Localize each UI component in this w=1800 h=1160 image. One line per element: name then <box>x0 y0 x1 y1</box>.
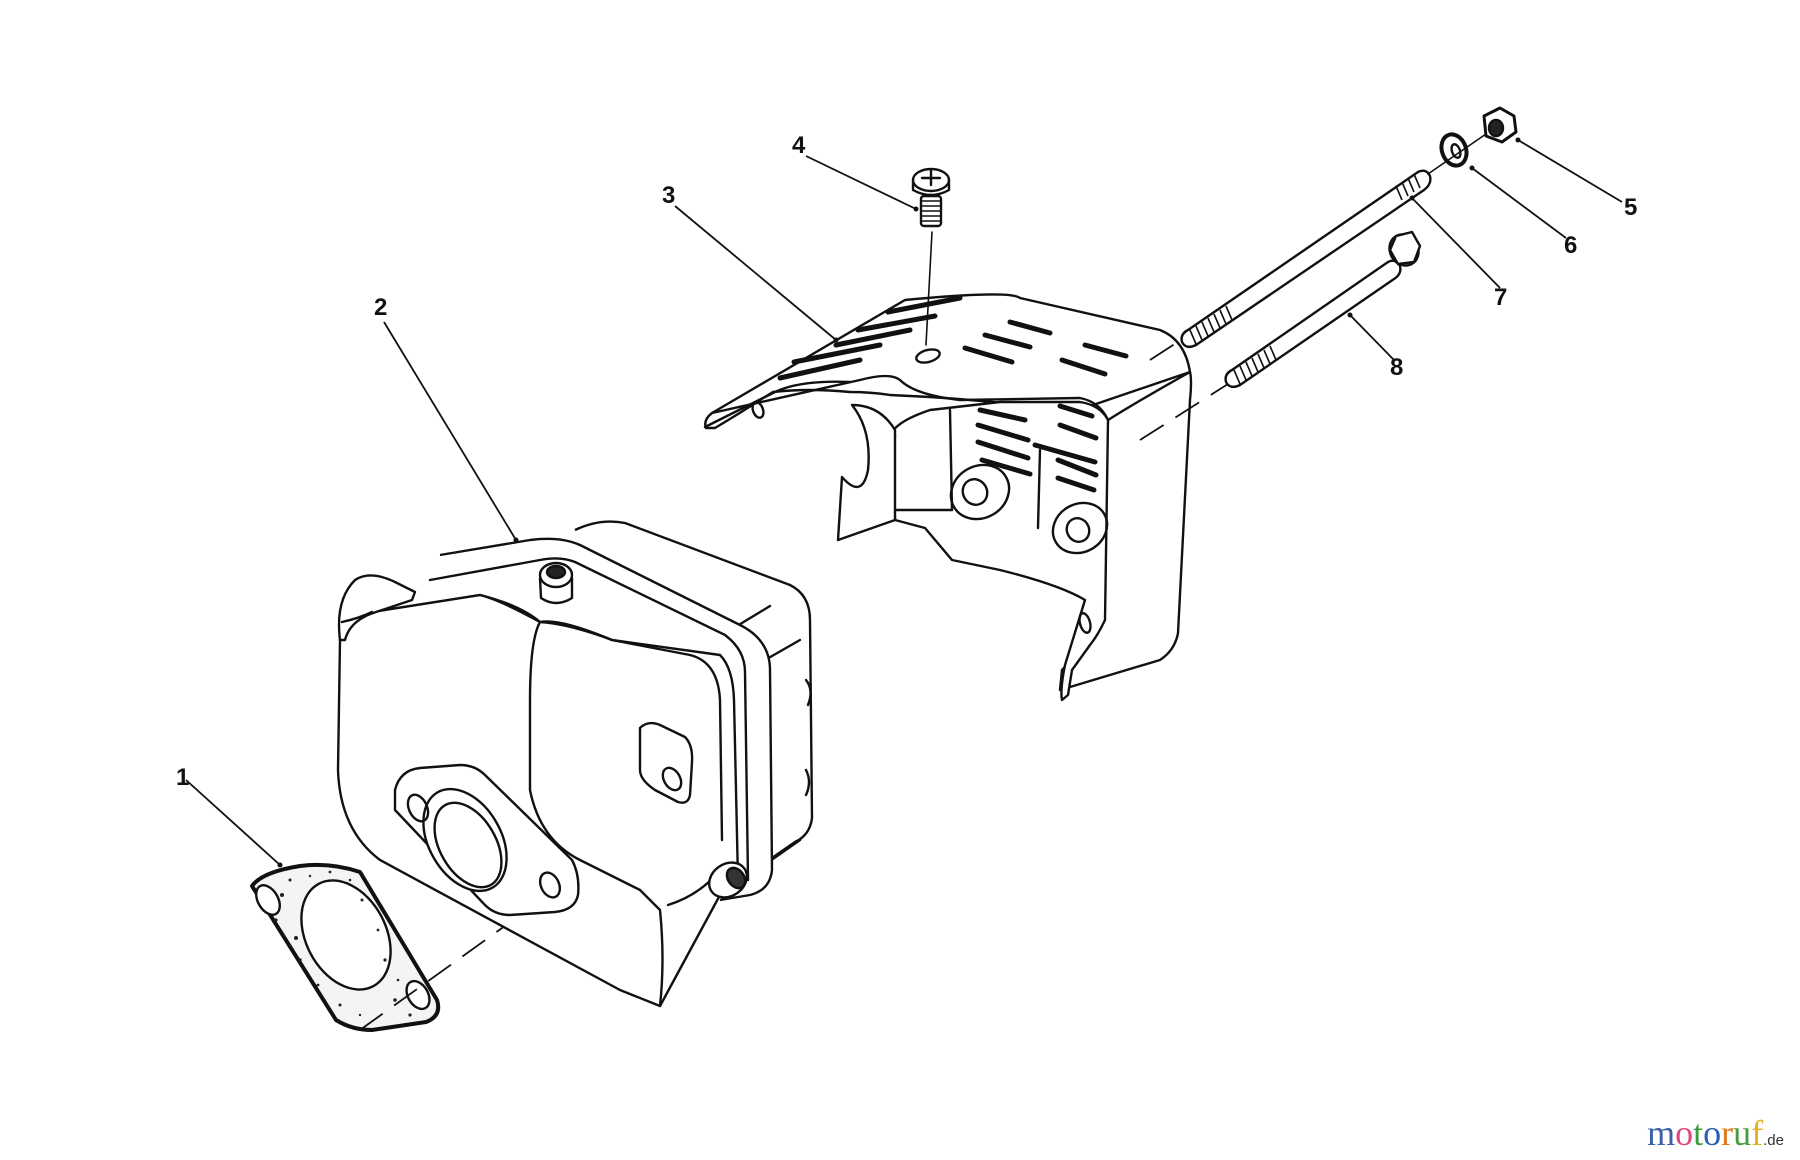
watermark-letter: f <box>1751 1113 1764 1153</box>
callout-3: 3 <box>662 182 676 209</box>
callout-6: 6 <box>1564 232 1578 259</box>
gasket-part <box>250 862 441 1032</box>
watermark-letter: t <box>1693 1113 1704 1153</box>
callout-7: 7 <box>1494 284 1508 311</box>
callout-1: 1 <box>176 764 190 791</box>
watermark-letter: o <box>1675 1113 1694 1153</box>
muffler-part <box>336 520 814 1008</box>
callout-4: 4 <box>792 132 806 159</box>
bolt-alignment-line <box>1139 383 1229 441</box>
callout-5: 5 <box>1624 194 1638 221</box>
lock-washer-part <box>1439 132 1469 168</box>
screw-alignment-line <box>925 231 933 346</box>
vent-slots <box>777 295 1129 493</box>
stud-part <box>1180 169 1432 349</box>
watermark-letter: r <box>1721 1113 1734 1153</box>
watermark-letter: u <box>1733 1113 1752 1153</box>
screw-part <box>911 167 951 228</box>
leader-6 <box>1471 167 1567 239</box>
watermark-letter: m <box>1647 1113 1676 1153</box>
callout-2: 2 <box>374 294 388 321</box>
leader-4 <box>805 155 917 210</box>
nut-part <box>1482 106 1518 144</box>
callout-8: 8 <box>1390 354 1404 381</box>
stud-alignment-line <box>1149 337 1185 361</box>
leader-7 <box>1411 197 1501 289</box>
bolt-part <box>1224 230 1422 389</box>
watermark-letter: o <box>1703 1113 1722 1153</box>
leader-8 <box>1349 314 1395 361</box>
leader-2 <box>383 321 517 541</box>
leader-1 <box>185 779 281 866</box>
heat-shield-part <box>703 293 1193 702</box>
fastener-alignment-line <box>1427 133 1487 175</box>
leader-5 <box>1517 139 1623 203</box>
watermark-suffix: .de <box>1763 1132 1784 1149</box>
leader-3 <box>674 205 837 341</box>
watermark-logo: motoruf.de <box>1647 1112 1784 1154</box>
